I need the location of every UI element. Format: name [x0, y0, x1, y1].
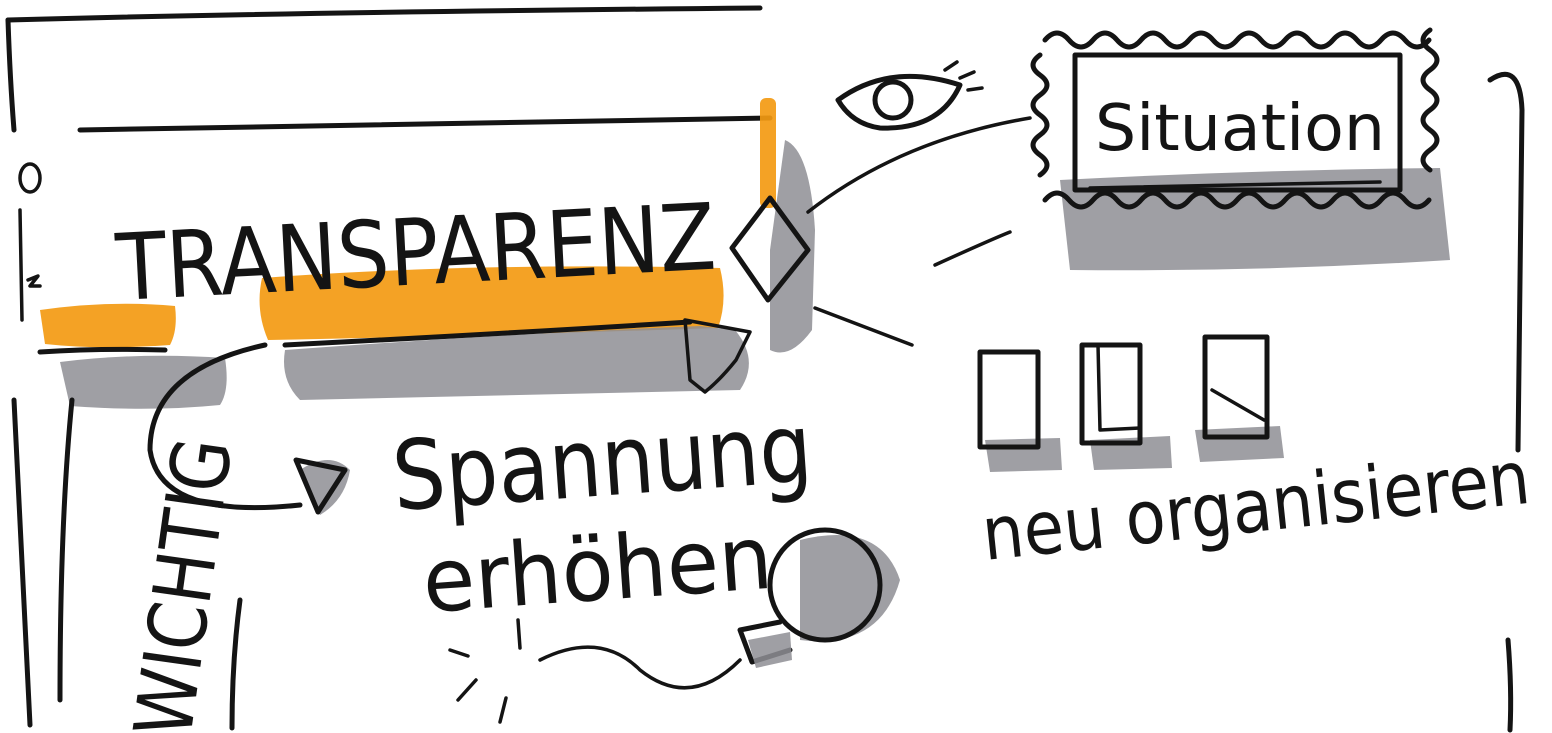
margin-marks	[20, 164, 40, 320]
side-label-group: WICHTIG	[60, 400, 251, 733]
three-boxes-icon	[980, 337, 1284, 472]
connectors	[808, 118, 1030, 345]
eye-icon	[838, 62, 982, 128]
situation-label: Situation	[1095, 92, 1385, 166]
stamp-frame-icon: Situation	[1033, 30, 1450, 270]
transparency-banner: TRANSPARENZ	[40, 98, 815, 409]
